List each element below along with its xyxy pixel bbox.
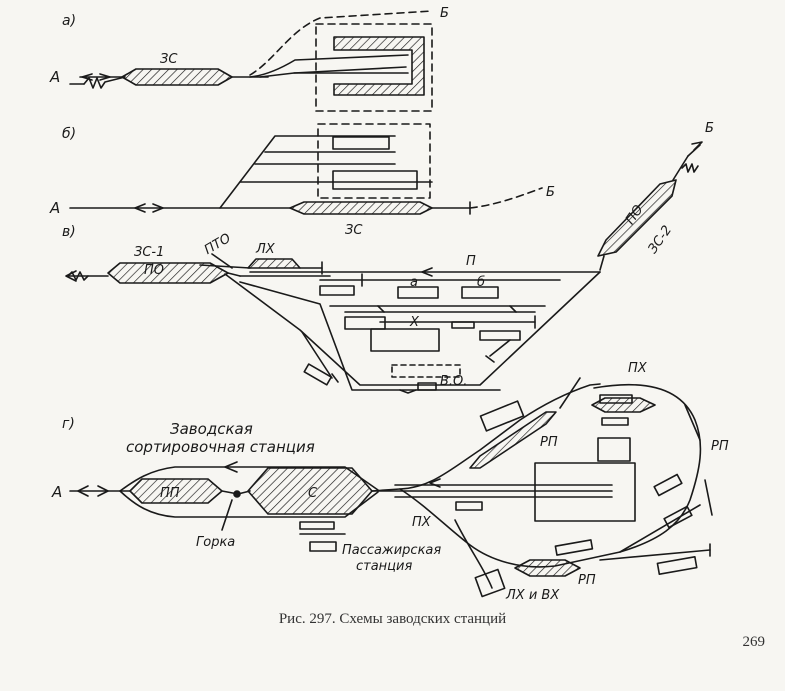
arrow-left-icon [77, 485, 89, 497]
arrow-left-icon [134, 203, 146, 213]
dashed-connection-b [249, 10, 433, 76]
label-zs: ЗС [345, 223, 363, 238]
label-lh-vh: ЛХ и ВХ [505, 588, 560, 603]
building [332, 170, 418, 190]
building-dashed [391, 364, 461, 378]
label-rp-1: РП [540, 435, 558, 450]
building [653, 473, 683, 497]
building [461, 286, 499, 299]
arrow-left-icon [224, 461, 238, 473]
building [479, 330, 521, 341]
section-marker-b: б) [62, 126, 76, 142]
section-a [69, 10, 433, 112]
label-zs2: ЗС-2 [645, 223, 675, 256]
factory-yard-title-line2: сортировочная станция [126, 438, 315, 456]
passenger-station-line1: Пассажирская [342, 543, 441, 558]
factory-yard-title-line1: Заводская [170, 420, 253, 438]
section-marker-a: а) [62, 13, 76, 29]
building [479, 400, 525, 432]
lh-yard-hatched [247, 258, 301, 269]
label-hump: Горка [196, 535, 235, 550]
label-s: С [308, 486, 318, 501]
zs2-yard-hatched [597, 179, 677, 257]
building [455, 501, 483, 511]
label-a-station: А [49, 68, 60, 86]
arrow-left-icon [81, 73, 93, 81]
lhvh-building [474, 568, 506, 598]
arrow-left-icon [65, 270, 77, 282]
plant-boundary-a [315, 23, 433, 112]
label-b-station: Б [440, 6, 449, 21]
arrow-left-icon [429, 478, 441, 488]
section-marker-v: в) [62, 224, 76, 240]
label-po1: ПО [144, 263, 164, 278]
label-rp-2: РП [711, 439, 729, 454]
label-vo: В.О. [440, 374, 467, 389]
building [451, 321, 475, 329]
hump-marker [233, 490, 241, 498]
page-number: 269 [742, 634, 766, 650]
passenger-station-line2: станция [356, 559, 412, 574]
building [299, 521, 335, 530]
building [417, 382, 437, 391]
building [344, 316, 386, 330]
label-zs1: ЗС-1 [134, 245, 164, 260]
section-v [65, 141, 703, 394]
label-zs: ЗС [160, 52, 178, 67]
plant-boundary-b [317, 123, 431, 199]
building [601, 417, 629, 426]
label-ph-upper: ПХ [628, 361, 648, 376]
arrow-right-icon [99, 73, 111, 81]
label-a-station: А [51, 483, 62, 501]
building [370, 328, 440, 352]
building [599, 394, 633, 404]
label-rp-3: РП [578, 573, 596, 588]
label-ph-lower: ПХ [412, 515, 432, 530]
label-b-station: Б [705, 121, 714, 136]
arrow-left-icon [421, 267, 433, 277]
label-track-a: а [410, 275, 418, 290]
building [309, 541, 337, 552]
rp1-yard-hatched [469, 411, 557, 469]
building [303, 363, 333, 386]
building [597, 437, 631, 462]
px-yard-hatched [591, 397, 656, 413]
label-b-station: Б [546, 185, 555, 200]
section-marker-g: г) [62, 416, 75, 432]
arrow-right-icon [691, 141, 703, 151]
label-pto: ПТО [202, 231, 234, 258]
rp3-yard-hatched [514, 559, 581, 577]
label-a-station: А [49, 199, 60, 217]
arrow-right-icon [97, 485, 109, 497]
label-pp: ПП [160, 486, 180, 501]
figure-caption: Рис. 297. Схемы заводских станций [278, 611, 507, 627]
label-h: Х [409, 315, 420, 330]
building [656, 555, 698, 576]
building [319, 285, 355, 296]
zs-yard-hatched [121, 68, 233, 86]
building [554, 539, 594, 556]
section-b [69, 123, 543, 215]
plant-hatched-a [333, 36, 425, 96]
label-lh: ЛХ [255, 242, 276, 257]
section-g [69, 377, 713, 598]
label-p: П [466, 254, 476, 269]
plant-building [534, 462, 636, 522]
label-track-b: б [477, 275, 485, 290]
building [332, 136, 390, 150]
zs-yard-hatched-b [289, 201, 433, 215]
building [397, 286, 439, 299]
arrow-right-icon [152, 203, 164, 213]
